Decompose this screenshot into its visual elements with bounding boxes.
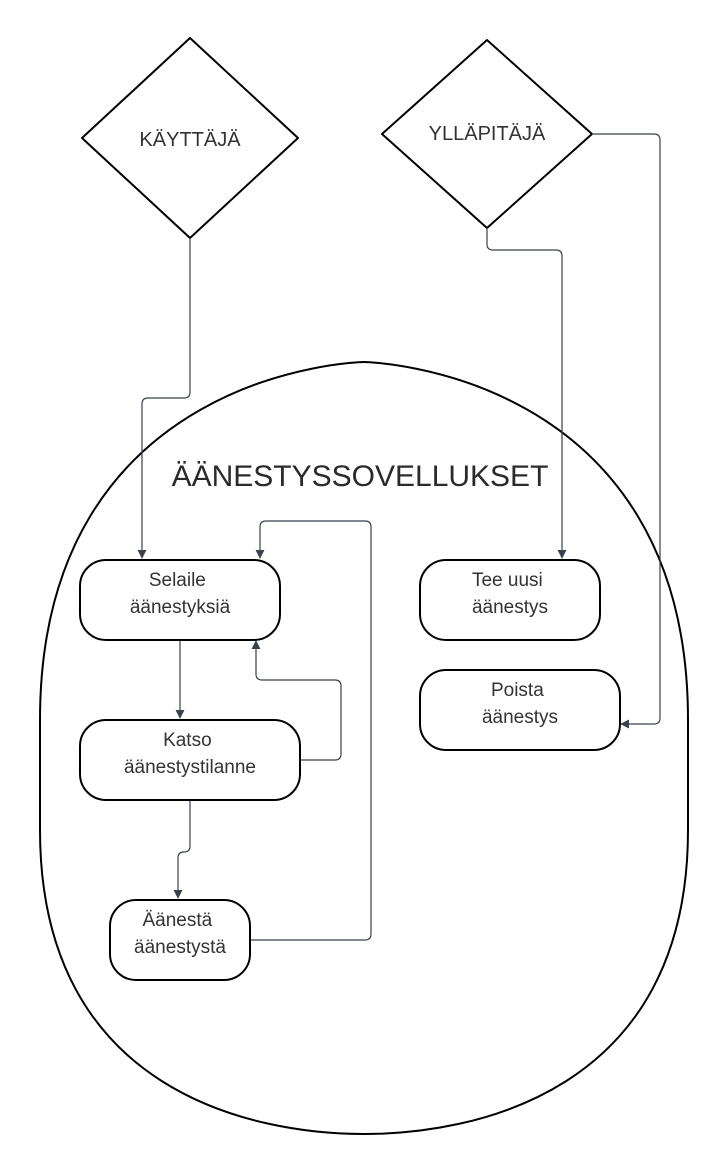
connector-admin-to-create (486, 228, 567, 559)
connector-view-to-vote (173, 800, 191, 899)
use-case-view-label: Katso äänestystilanne (124, 730, 256, 778)
use-case-create-line-1: Tee uusi (472, 570, 543, 591)
use-case-browse (79, 559, 281, 641)
connector-admin-to-delete (592, 133, 661, 729)
connector-view-to-browse (251, 640, 342, 761)
use-case-view-line-1: Katso (163, 730, 212, 751)
use-case-delete-line-2: äänestys (482, 707, 558, 728)
use-case-browse-line-2: äänestyksiä (130, 597, 231, 618)
actor-user-label: KÄYTTÄJÄ (139, 129, 241, 151)
use-case-delete-label: Poista äänestys (482, 680, 558, 728)
use-case-view (79, 719, 301, 801)
connector-user-to-browse (137, 238, 191, 559)
use-case-create-line-2: äänestys (472, 597, 548, 618)
use-case-view-line-2: äänestystilanne (124, 757, 256, 778)
use-case-browse-label: Selaile äänestyksiä (130, 570, 231, 618)
use-case-create (419, 559, 601, 641)
use-case-delete-line-1: Poista (491, 680, 544, 701)
use-case-vote (109, 899, 251, 981)
use-case-vote-label: Äänestä äänestystä (134, 910, 226, 958)
use-case-vote-line-1: Äänestä (142, 910, 212, 931)
use-case-browse-line-1: Selaile (149, 570, 206, 591)
connector-vote-to-browse (250, 520, 372, 941)
system-title: ÄÄNESTYSSOVELLUKSET (172, 460, 549, 493)
use-case-vote-line-2: äänestystä (134, 937, 226, 958)
use-case-create-label: Tee uusi äänestys (472, 570, 548, 618)
actor-admin-label: YLLÄPITÄJÄ (429, 123, 546, 145)
use-case-delete (419, 669, 621, 751)
